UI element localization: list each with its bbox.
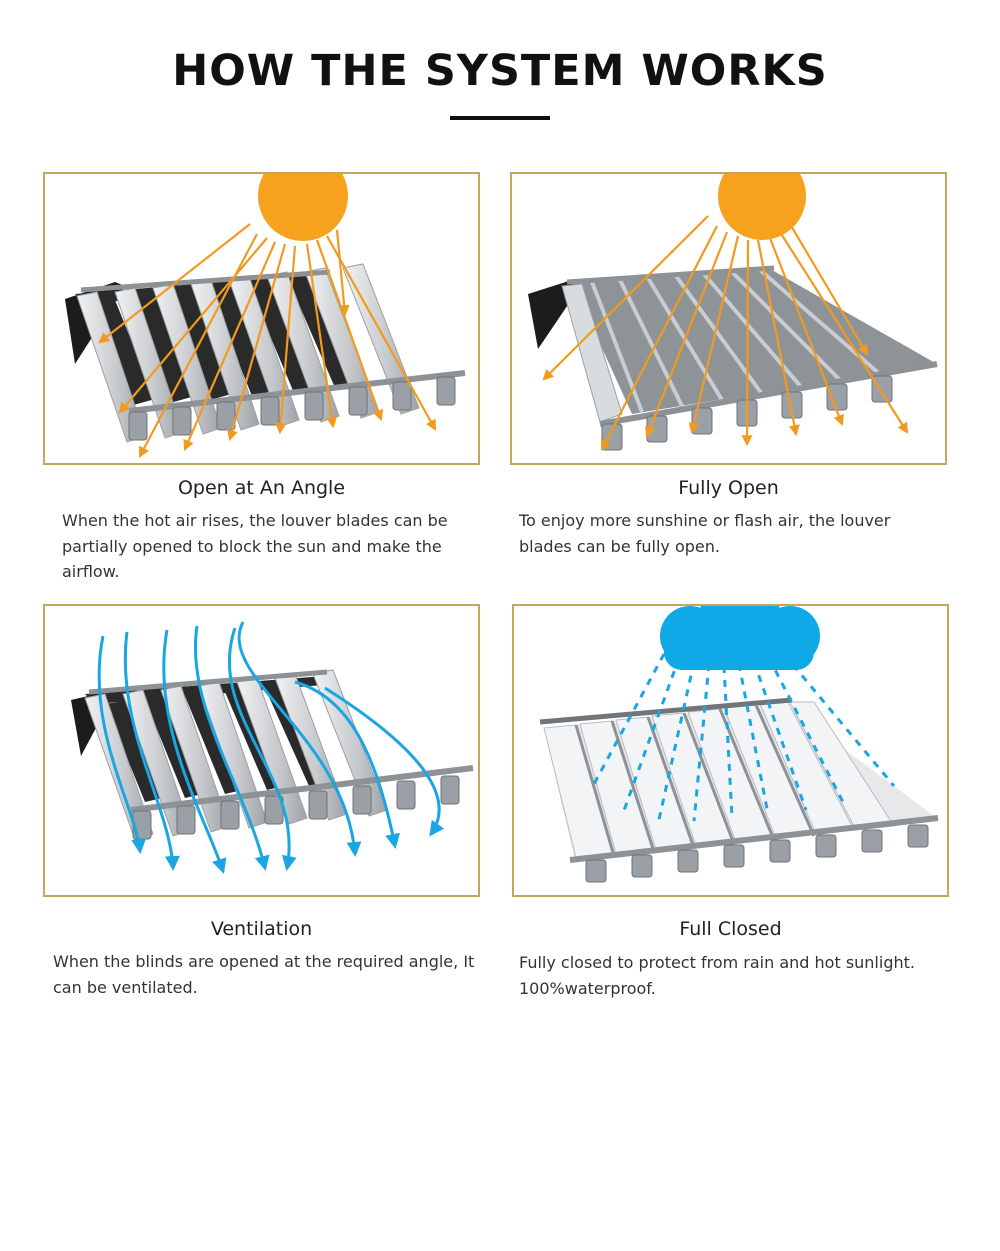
louver-illustration-closed — [539, 606, 939, 883]
panel-fully-open — [510, 172, 947, 465]
louver-illustration-open — [528, 174, 938, 451]
rain-cloud-icon — [660, 606, 820, 670]
caption-desc-fully-open: To enjoy more sunshine or flash air, the… — [519, 511, 891, 556]
panel-open-at-angle — [43, 172, 480, 465]
caption-title-fully-open: Fully Open — [678, 477, 779, 499]
caption-desc-ventilation: When the blinds are opened at the requir… — [53, 952, 475, 997]
sun-icon — [258, 174, 348, 241]
panel-ventilation — [43, 604, 480, 897]
caption-desc-full-closed: Fully closed to protect from rain and ho… — [519, 953, 915, 998]
caption-desc-open-at-angle: When the hot air rises, the louver blade… — [62, 511, 448, 581]
rain-icon — [592, 653, 896, 825]
title-underline — [450, 116, 550, 120]
caption-title-full-closed: Full Closed — [679, 918, 782, 940]
louver-illustration-ventilation — [71, 621, 474, 874]
panel-full-closed — [512, 604, 949, 897]
sun-icon — [718, 174, 806, 240]
caption-title-ventilation: Ventilation — [210, 918, 313, 940]
airflow-icon — [97, 621, 445, 874]
page-title: HOW THE SYSTEM WORKS — [172, 46, 828, 96]
louver-illustration-angle — [65, 174, 466, 458]
caption-title-open-at-angle: Open at An Angle — [177, 477, 346, 499]
